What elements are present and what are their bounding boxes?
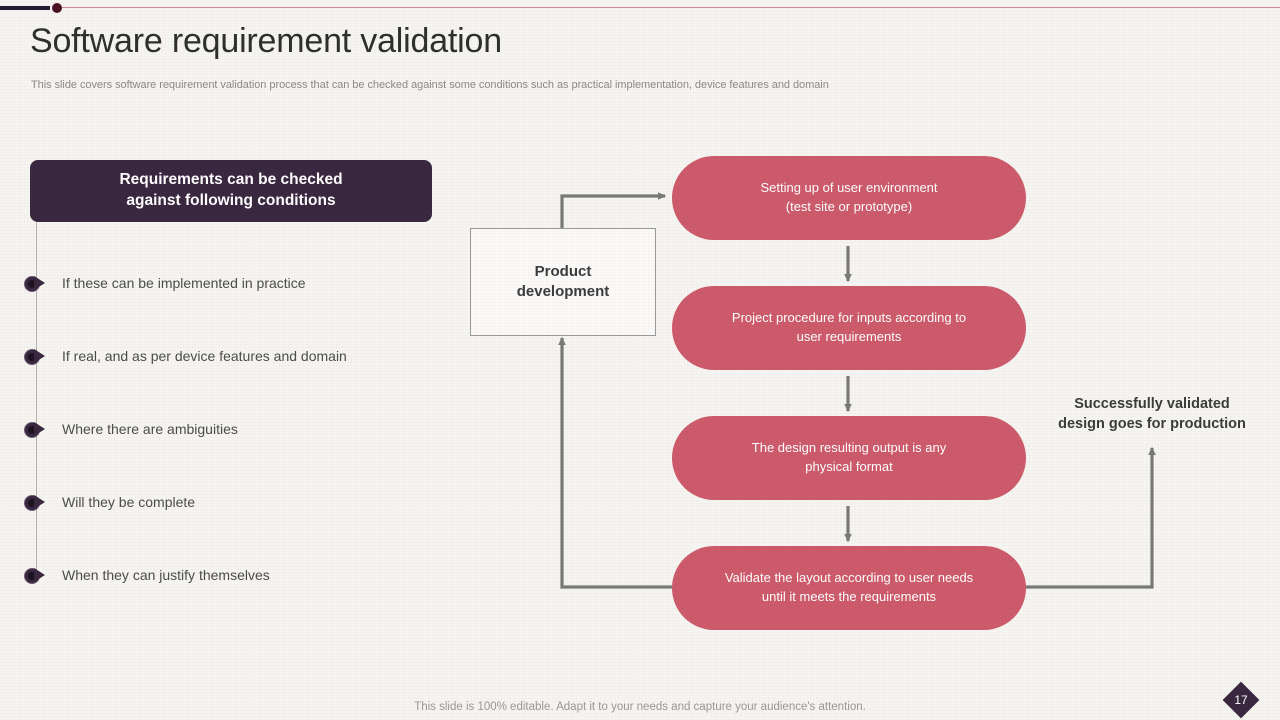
flow-step-4-line-1: Validate the layout according to user ne… [724,570,974,586]
condition-item-2: If real, and as per device features and … [24,344,347,368]
top-rule-dark-segment [0,6,50,10]
input-box-text: Product development [517,262,610,303]
connector-input-to-step1 [560,192,667,228]
flow-step-4-text: Validate the layout according to user ne… [699,569,999,607]
flow-step-2-line-2: user requirements [796,329,902,344]
conditions-header-line-1: Requirements can be checked [119,171,343,189]
input-box-product-development: Product development [470,228,656,336]
conditions-header-box: Requirements can be checked against foll… [30,160,432,222]
condition-label-1: If these can be implemented in practice [62,275,306,291]
condition-item-4: Will they be complete [24,490,195,514]
conditions-header-text: Requirements can be checked against foll… [119,170,342,212]
page-title: Software requirement validation [30,22,502,60]
output-note-production: Successfully validated design goes for p… [1040,394,1264,435]
flow-step-2-text: Project procedure for inputs according t… [706,309,992,347]
page-subtitle: This slide covers software requirement v… [31,79,829,91]
condition-label-5: When they can justify themselves [62,567,270,583]
top-rule-thin-line [56,7,1280,8]
output-note-line-1: Successfully validated [1074,396,1230,412]
condition-item-3: Where there are ambiguities [24,417,238,441]
connector-step4-feedback-to-input [558,336,672,589]
connector-step4-to-output-note [1026,446,1156,589]
bullet-arrow-icon [24,346,50,366]
top-rule-dot [52,3,62,13]
flow-step-4: Validate the layout according to user ne… [672,546,1026,630]
output-note-line-2: design goes for production [1058,416,1246,433]
flow-step-3-line-2: physical format [805,459,893,474]
flow-step-2: Project procedure for inputs according t… [672,286,1026,370]
flow-step-1-line-1: Setting up of user environment [760,180,938,196]
condition-label-3: Where there are ambiguities [62,421,238,437]
bullet-arrow-icon [24,273,50,293]
flow-step-3-line-1: The design resulting output is any [751,440,947,456]
condition-item-1: If these can be implemented in practice [24,271,306,295]
footer-note: This slide is 100% editable. Adapt it to… [414,701,866,713]
bullet-arrow-icon [24,419,50,439]
input-box-line-2: development [516,283,610,300]
condition-label-2: If real, and as per device features and … [62,348,347,364]
flow-step-1: Setting up of user environment (test sit… [672,156,1026,240]
input-box-line-1: Product [534,262,592,280]
flow-step-4-line-2: until it meets the requirements [761,589,937,604]
flow-step-1-line-2: (test site or prototype) [785,199,913,214]
bullet-arrow-icon [24,565,50,585]
page-number-text: 17 [1234,693,1248,707]
flow-step-3: The design resulting output is any physi… [672,416,1026,500]
flow-step-3-text: The design resulting output is any physi… [726,439,972,477]
flow-step-2-line-1: Project procedure for inputs according t… [731,310,967,326]
bullet-arrow-icon [24,492,50,512]
conditions-header-line-2: against following conditions [126,192,336,209]
conditions-spine-line [36,222,37,578]
condition-label-4: Will they be complete [62,494,196,510]
flow-step-1-text: Setting up of user environment (test sit… [734,179,963,217]
condition-item-5: When they can justify themselves [24,563,270,587]
